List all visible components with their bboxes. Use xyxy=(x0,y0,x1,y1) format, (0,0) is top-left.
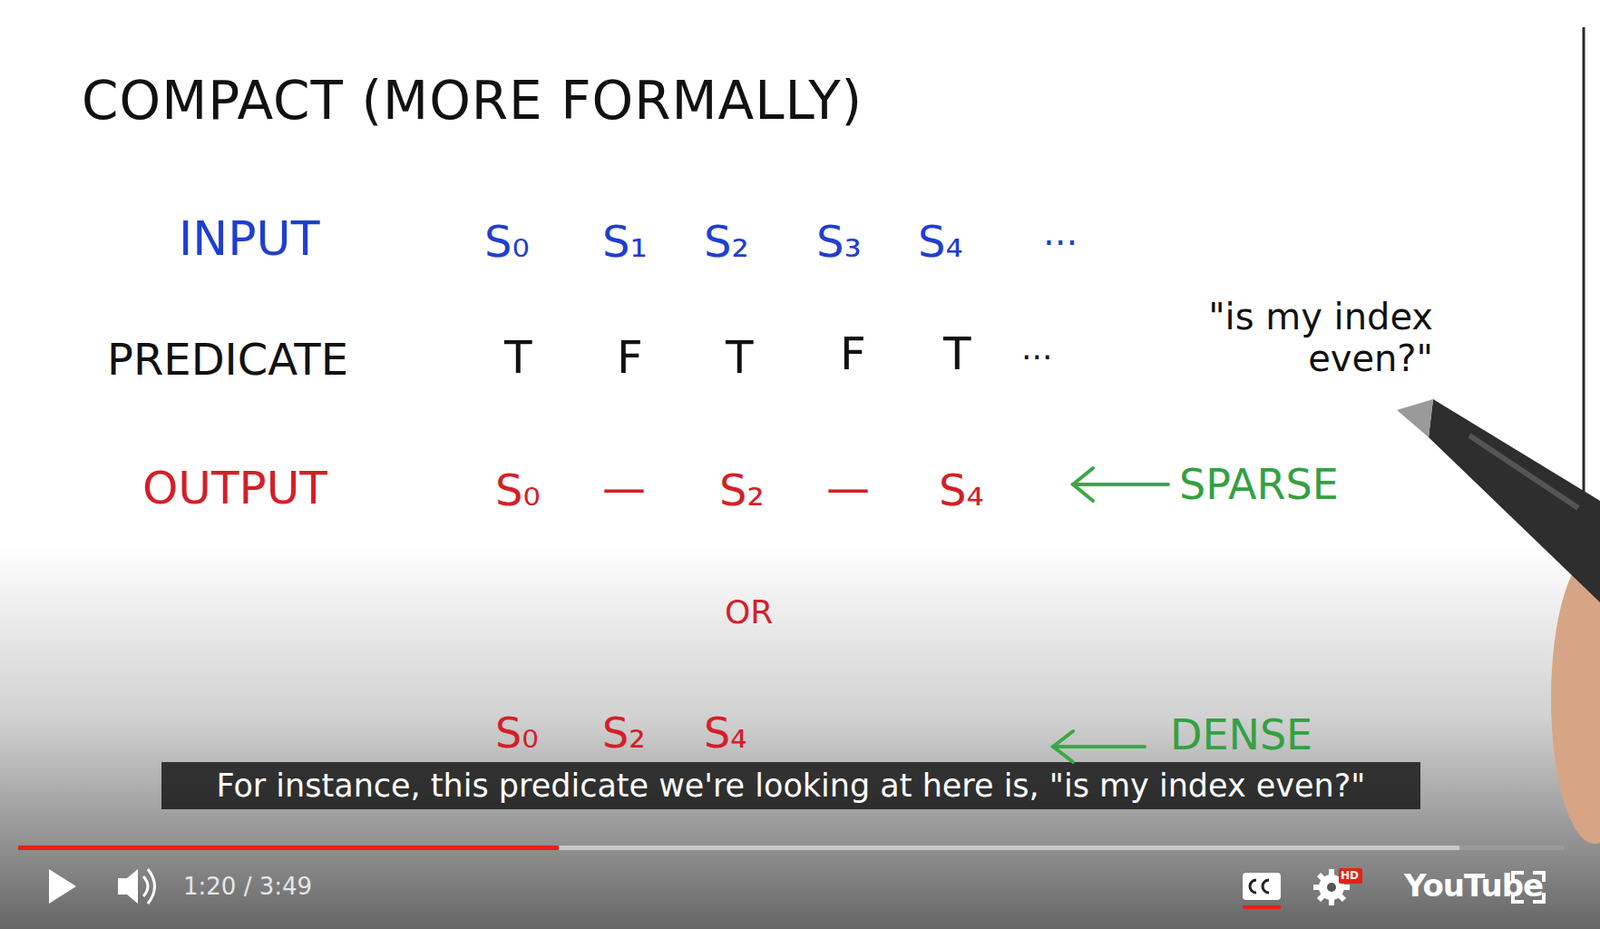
input-element: S₁ xyxy=(602,217,648,266)
input-element: S₄ xyxy=(917,217,964,266)
ellipsis: ... xyxy=(1021,330,1053,367)
time-display: 1:20 / 3:49 xyxy=(183,873,313,900)
pen-tip xyxy=(1396,399,1434,438)
pen-clip xyxy=(1469,435,1579,508)
output-kind: DENSE xyxy=(1170,712,1313,759)
green-arrows xyxy=(1053,468,1169,762)
input-element: S₃ xyxy=(816,217,862,266)
title: COMPACT (MORE FORMALLY) xyxy=(81,72,863,131)
output-kind: SPARSE xyxy=(1179,461,1339,508)
output-element: S₄ xyxy=(938,466,985,515)
play-icon xyxy=(48,868,77,904)
gap-dash: — xyxy=(602,464,646,513)
hand xyxy=(1551,553,1600,844)
predicate-value: F xyxy=(839,329,867,380)
output-element: S₀ xyxy=(495,710,539,757)
input-element: S₂ xyxy=(703,217,750,266)
output-element: S₂ xyxy=(602,710,646,757)
pen-body xyxy=(1428,399,1600,603)
output-element: S₄ xyxy=(703,710,748,757)
predicate-value: T xyxy=(504,332,533,383)
row-heading: INPUT xyxy=(178,213,320,265)
predicate-value: T xyxy=(725,332,754,383)
subtitle-caption: For instance, this predicate we're looki… xyxy=(161,768,1421,804)
output-element: S₂ xyxy=(719,466,765,515)
predicate-value: T xyxy=(943,329,972,380)
or-word: OR xyxy=(724,594,773,631)
predicate-value: F xyxy=(616,332,644,383)
input-element: S₀ xyxy=(484,217,530,266)
gap-dash: — xyxy=(826,464,870,513)
row-heading: PREDICATE xyxy=(107,335,349,384)
predicate-note: "is my index even?" xyxy=(1124,295,1434,380)
volume-icon xyxy=(117,868,156,904)
progress-played xyxy=(18,845,559,850)
hd-badge: HD xyxy=(1340,869,1359,882)
row-heading: OUTPUT xyxy=(142,463,328,514)
youtube-logo: YouTube xyxy=(1404,868,1543,903)
cc-icon xyxy=(1242,872,1281,909)
progress-buffer xyxy=(18,845,1460,850)
output-element: S₀ xyxy=(495,466,541,515)
settings-icon xyxy=(1313,868,1363,906)
ellipsis: ... xyxy=(1043,212,1078,253)
progress-track xyxy=(18,845,1564,850)
